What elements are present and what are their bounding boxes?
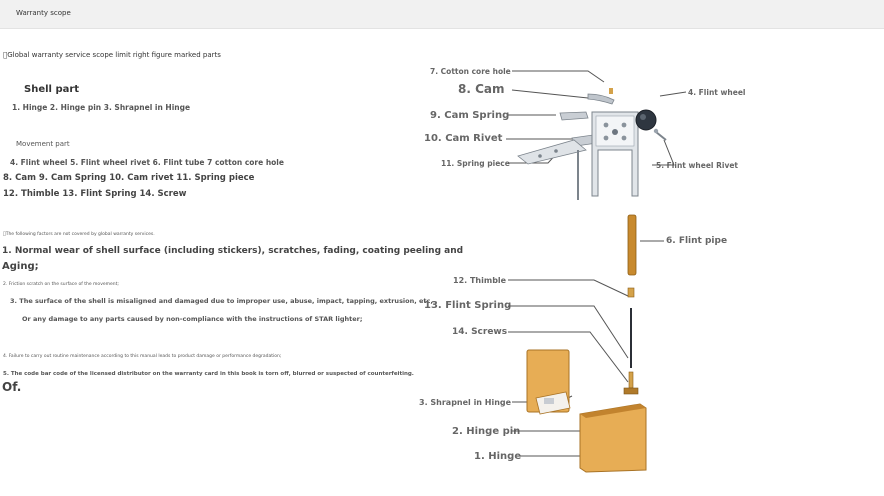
exclusion-5-line-1: 5. The code bar code of the licensed dis… bbox=[3, 371, 414, 377]
exclusion-2: 2. Friction scratch on the surface of th… bbox=[3, 282, 119, 287]
label-cam: 8. Cam bbox=[458, 82, 505, 96]
insert-body bbox=[577, 111, 639, 200]
movement-heading: Movement part bbox=[16, 140, 70, 148]
label-cam-rivet: 10. Cam Rivet bbox=[424, 133, 503, 144]
label-screws: 14. Screws bbox=[452, 327, 508, 337]
label-cotton-core-hole: 7. Cotton core hole bbox=[430, 67, 511, 76]
shell-items: 1. Hinge 2. Hinge pin 3. Shrapnel in Hin… bbox=[12, 103, 191, 112]
label-hinge-pin: 2. Hinge pin bbox=[452, 426, 521, 437]
exclusion-5-line-2: Of. bbox=[2, 380, 22, 394]
lighter-exploded-diagram bbox=[506, 70, 687, 473]
exclusion-3-line-1: 3. The surface of the shell is misaligne… bbox=[10, 297, 433, 305]
label-shrapnel-in-hinge: 3. Shrapnel in Hinge bbox=[419, 398, 512, 407]
lighter-case bbox=[579, 403, 647, 473]
shell-heading: Shell part bbox=[24, 84, 80, 95]
label-spring-piece: 11. Spring piece bbox=[441, 159, 510, 168]
label-flint-wheel: 4. Flint wheel bbox=[688, 88, 746, 97]
movement-line-3: 12. Thimble 13. Flint Spring 14. Screw bbox=[3, 189, 187, 199]
lighter-lid bbox=[526, 349, 571, 415]
exclusion-1-line-2: Aging; bbox=[2, 261, 39, 272]
exclusion-4: 4. Failure to carry out routine maintena… bbox=[3, 354, 282, 359]
page-header: Warranty scope bbox=[0, 0, 884, 29]
exclusion-3-line-2: Or any damage to any parts caused by non… bbox=[22, 315, 363, 323]
label-flint-spring: 13. Flint Spring bbox=[424, 300, 512, 311]
not-covered-intro: The following factors are not covered b… bbox=[3, 232, 155, 237]
label-flint-wheel-rivet: 5. Flint wheel Rivet bbox=[656, 161, 739, 170]
label-flint-pipe: 6. Flint pipe bbox=[666, 236, 728, 246]
label-hinge: 1. Hinge bbox=[474, 451, 522, 462]
page-title: Warranty scope bbox=[16, 9, 71, 17]
label-cam-spring: 9. Cam Spring bbox=[430, 110, 510, 121]
movement-line-2: 8. Cam 9. Cam Spring 10. Cam rivet 11. S… bbox=[3, 173, 255, 183]
label-thimble: 12. Thimble bbox=[453, 276, 507, 285]
intro-text: Global warranty service scope limit rig… bbox=[3, 51, 221, 59]
exclusion-1-line-1: 1. Normal wear of shell surface (includi… bbox=[2, 246, 464, 256]
movement-line-1: 4. Flint wheel 5. Flint wheel rivet 6. F… bbox=[10, 158, 284, 167]
